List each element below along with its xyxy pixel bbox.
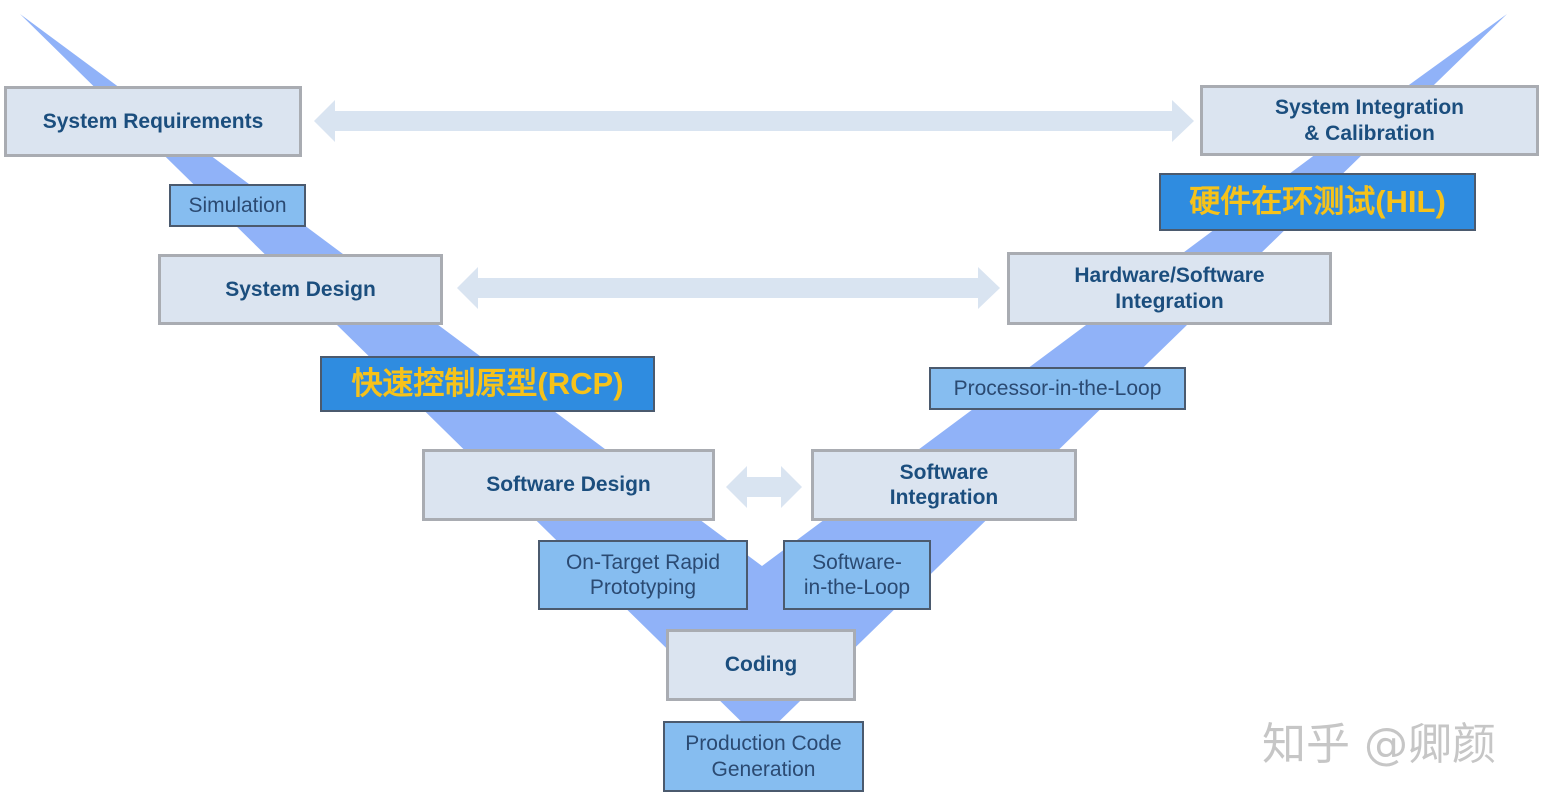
- arrow-software-design-to-software-integration: [726, 466, 802, 508]
- method-pil-label: Processor-in-the-Loop: [953, 376, 1162, 400]
- stage-system-integration-calibration: System Integration & Calibration: [1200, 85, 1539, 156]
- method-hardware-in-the-loop: 硬件在环测试(HIL): [1159, 173, 1476, 231]
- stage-hw-sw-integration-line1: Hardware/Software: [1074, 264, 1265, 288]
- stage-system-integration-line2: & Calibration: [1304, 121, 1435, 145]
- method-sil-line2: in-the-Loop: [803, 576, 911, 599]
- method-production-line2: Generation: [711, 757, 816, 781]
- v-model-band: [20, 14, 1507, 740]
- method-production-code-generation: Production Code Generation: [663, 721, 864, 792]
- method-processor-in-the-loop: Processor-in-the-Loop: [929, 367, 1186, 410]
- method-simulation-label: Simulation: [188, 193, 287, 217]
- stage-software-integration-line1: Software: [899, 460, 989, 484]
- stage-system-integration-line1: System Integration: [1274, 96, 1465, 120]
- method-production-line1: Production Code: [685, 732, 842, 756]
- method-on-target-line1: On-Target Rapid: [565, 550, 721, 574]
- watermark-text: 知乎 @卿颜: [1262, 719, 1496, 770]
- arrow-system-design-to-hw-sw-integration: [457, 267, 1000, 309]
- stage-hw-sw-integration-line2: Integration: [1115, 289, 1224, 313]
- stage-software-design: Software Design: [422, 449, 715, 521]
- stage-system-design-label: System Design: [225, 277, 376, 301]
- stage-hardware-software-integration: Hardware/Software Integration: [1007, 252, 1332, 325]
- method-rcp-label: 快速控制原型(RCP): [351, 366, 624, 402]
- stage-software-integration: Software Integration: [811, 449, 1077, 521]
- method-on-target-rapid-prototyping: On-Target Rapid Prototyping: [538, 540, 748, 610]
- method-rapid-control-prototyping: 快速控制原型(RCP): [320, 356, 655, 412]
- method-hil-label: 硬件在环测试(HIL): [1189, 184, 1446, 220]
- method-simulation: Simulation: [169, 184, 306, 227]
- stage-coding: Coding: [666, 629, 856, 701]
- stage-system-requirements-label: System Requirements: [42, 109, 264, 133]
- stage-coding-label: Coding: [724, 653, 798, 677]
- method-on-target-line2: Prototyping: [589, 576, 697, 599]
- stage-software-design-label: Software Design: [486, 473, 651, 497]
- arrow-system-requirements-to-integration: [314, 100, 1194, 142]
- stage-system-design: System Design: [158, 254, 443, 325]
- stage-software-integration-line2: Integration: [889, 486, 999, 509]
- method-software-in-the-loop: Software- in-the-Loop: [783, 540, 931, 610]
- stage-system-requirements: System Requirements: [4, 86, 302, 157]
- method-sil-line1: Software-: [812, 550, 902, 574]
